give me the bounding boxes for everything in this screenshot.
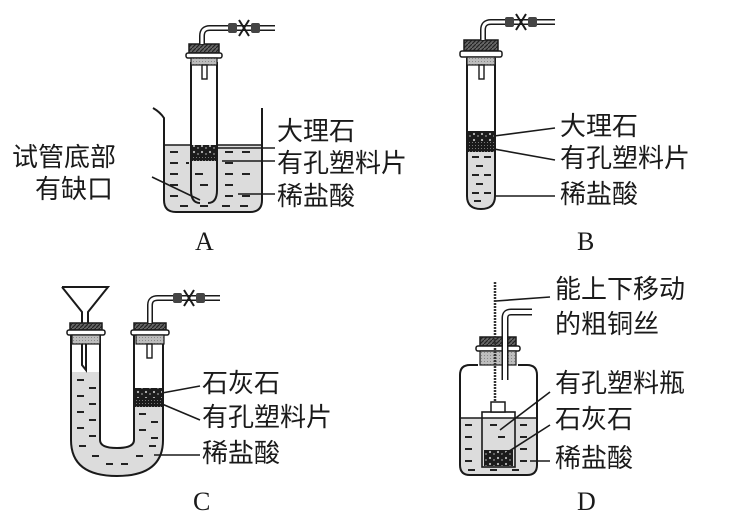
caption-a: A	[195, 227, 214, 256]
label-marble-b: 大理石	[560, 112, 638, 142]
panel-a: 大理石 有孔塑料片 稀盐酸 试管底部 有缺口 A	[12, 19, 407, 256]
panel-b: 大理石 有孔塑料片 稀盐酸 B	[459, 13, 690, 256]
label-marble-a: 大理石	[277, 117, 355, 147]
stopper-c-left	[66, 322, 106, 345]
perforated-plate-c	[135, 398, 162, 407]
label-plate-c: 有孔塑料片	[202, 403, 332, 433]
clamp-c	[173, 289, 205, 307]
stopper-c-right	[130, 322, 170, 359]
liquid-dashes-d	[465, 424, 527, 471]
label-limestone-c: 石灰石	[202, 369, 280, 399]
panel-c: 石灰石 有孔塑料片 稀盐酸 C	[61, 286, 332, 516]
label-bottle-d: 有孔塑料瓶	[555, 369, 685, 399]
delivery-tube-a	[199, 25, 275, 44]
u-tube-liquid	[71, 372, 163, 476]
marble-a	[192, 145, 216, 155]
label-note-line2: 有缺口	[35, 175, 113, 205]
stopper-b	[459, 39, 503, 80]
bottle-liquid	[460, 418, 537, 475]
label-plate-b: 有孔塑料片	[560, 144, 690, 174]
clamp-b	[505, 13, 537, 31]
stopper-d	[475, 336, 521, 366]
label-plate-a: 有孔塑料片	[277, 149, 407, 179]
caption-c: C	[193, 487, 210, 516]
wide-mouth-bottle	[459, 364, 538, 476]
beaker	[152, 107, 263, 213]
caption-d: D	[577, 487, 596, 516]
label-acid-d: 稀盐酸	[555, 444, 633, 474]
label-wire-line2: 的粗铜丝	[555, 310, 659, 340]
liquid-dashes-c	[77, 379, 158, 465]
delivery-tube-c	[147, 295, 220, 323]
label-limestone-d: 石灰石	[555, 405, 633, 435]
funnel	[61, 286, 111, 373]
label-acid-c: 稀盐酸	[202, 439, 280, 469]
caption-b: B	[577, 227, 594, 256]
liquid-dashes-b	[472, 156, 491, 202]
marble-b	[468, 131, 494, 141]
liquid-dashes-a	[170, 151, 250, 207]
label-note-line1: 试管底部	[12, 143, 116, 173]
label-acid-a: 稀盐酸	[277, 182, 355, 212]
label-acid-b: 稀盐酸	[560, 180, 638, 210]
panel-d: 能上下移动 的粗铜丝 有孔塑料瓶 石灰石 稀盐酸 D	[459, 275, 685, 516]
test-tube-a	[190, 62, 218, 204]
perforated-plate-a	[192, 155, 216, 161]
stopper-a	[185, 43, 223, 80]
limestone-c	[135, 388, 162, 398]
perforated-plate-b	[468, 141, 494, 152]
test-tube-b	[466, 58, 496, 211]
clamp-a	[228, 19, 260, 37]
label-wire-line1: 能上下移动	[555, 275, 685, 305]
